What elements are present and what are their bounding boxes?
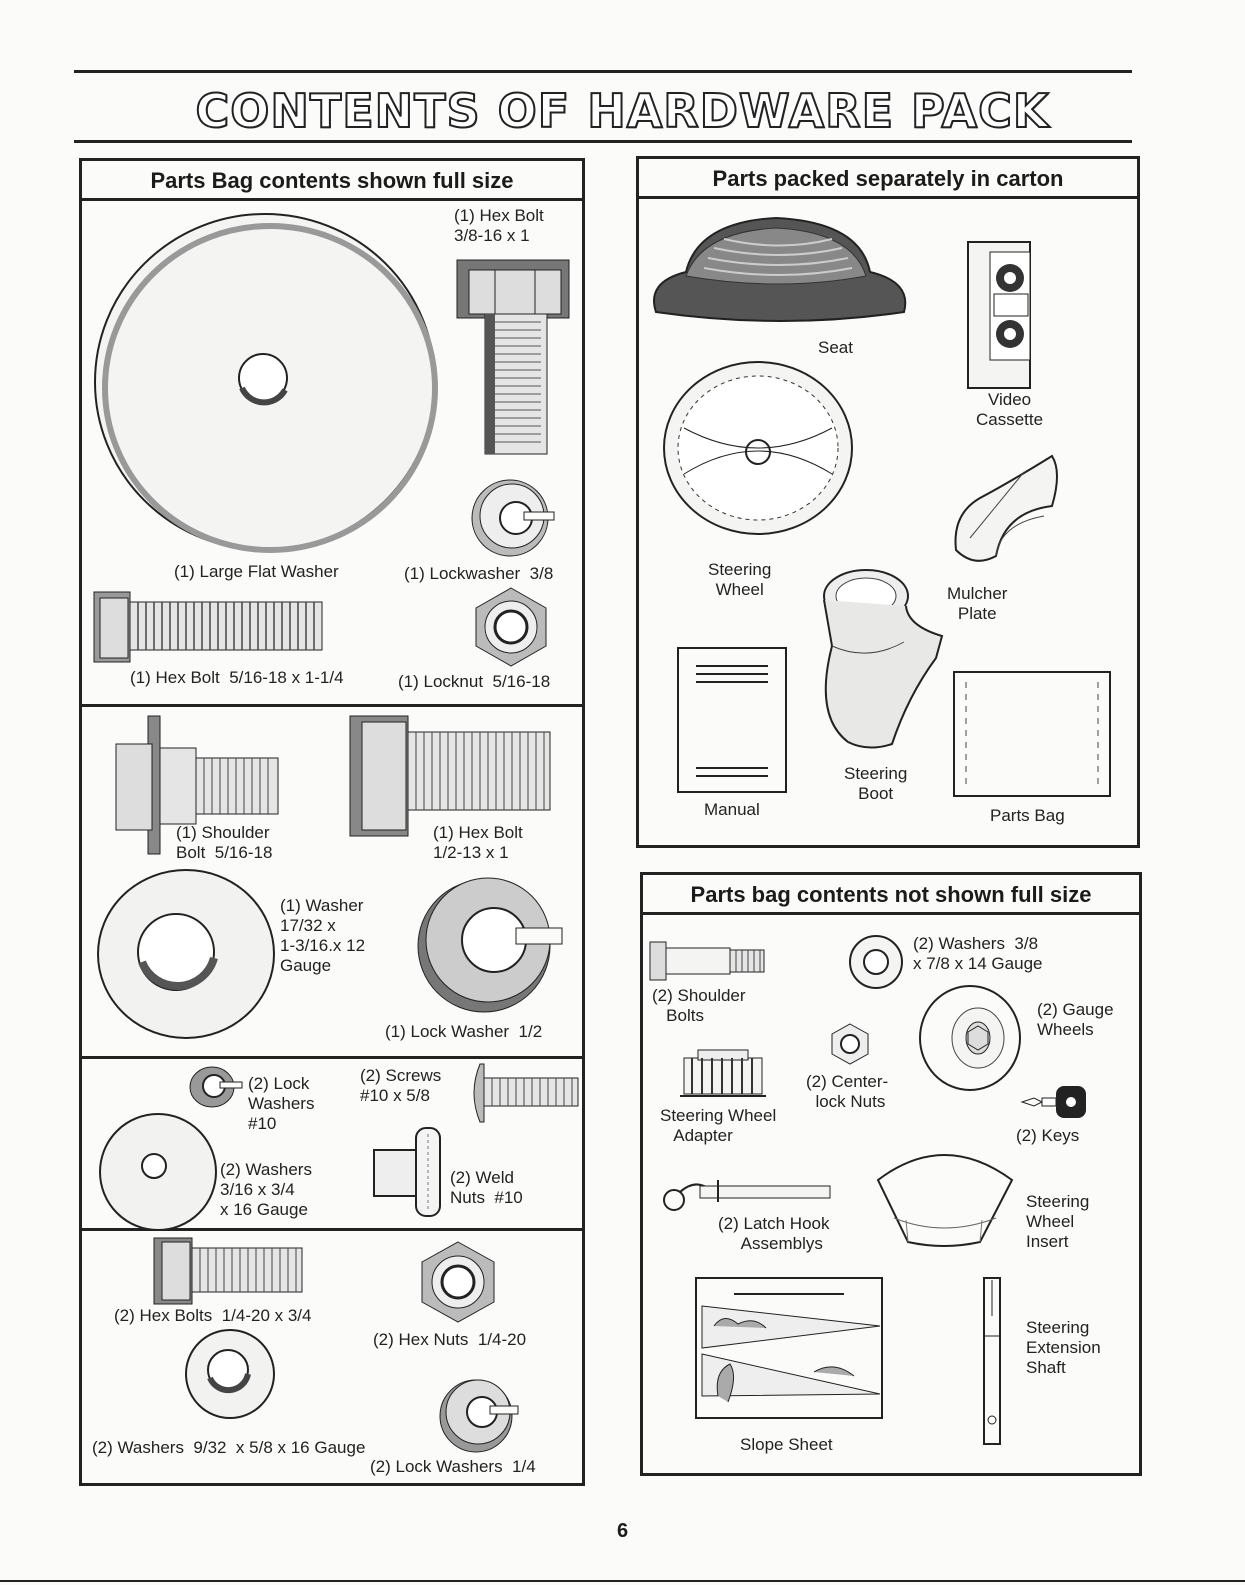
slope-sheet-label: Slope Sheet [740, 1435, 833, 1454]
section-divider-3 [82, 1228, 582, 1231]
weld-nuts-label: (2) Weld Nuts #10 [450, 1168, 523, 1207]
section-divider-1 [82, 704, 582, 707]
not-full-size-heading: Parts bag contents not shown full size [643, 875, 1139, 915]
video-cassette-label: Video Cassette [976, 390, 1044, 429]
lock-washer-10-icon [186, 1062, 246, 1112]
shoulder-bolt-label: (1) Shoulder Bolt 5/16-18 [176, 823, 273, 862]
top-rule [74, 70, 1132, 73]
washer-17-32-icon [94, 866, 284, 1042]
latch-hook-label: (2) Latch Hook Assemblys [718, 1214, 830, 1253]
screw-10-icon [466, 1060, 582, 1126]
hex-bolt-1-2-icon [344, 712, 556, 842]
washer-17-32-label: (1) Washer 17/32 x 1-3/16.x 12 Gauge [280, 896, 366, 975]
lockwasher-3-8-icon [462, 476, 562, 566]
page-title: CONTENTS OF HARDWARE PACK [194, 83, 1050, 139]
lock-washers-10-label: (2) Lock Washers #10 [248, 1074, 315, 1133]
steering-wheel-adapter-label: Steering Wheel Adapter [660, 1106, 777, 1145]
manual-label: Manual [704, 800, 760, 819]
steering-extension-shaft-label: Steering Extension Shaft [1026, 1318, 1101, 1377]
shoulder-bolt-icon [106, 712, 296, 858]
lock-washer-1-4-icon [434, 1372, 524, 1458]
lock-washers-1-4-label: (2) Lock Washers 1/4 [370, 1457, 536, 1476]
center-lock-nuts-label: (2) Center- lock Nuts [806, 1072, 889, 1111]
bottom-rule [0, 1580, 1245, 1582]
hex-bolt-1-4-icon [150, 1234, 310, 1308]
locknut-5-16-label: (1) Locknut 5/16-18 [398, 672, 551, 691]
key-icon [1018, 1086, 1086, 1118]
washer-3-16-icon [96, 1110, 226, 1234]
locknut-5-16-icon [470, 586, 552, 668]
washers-3-8-icon [846, 932, 906, 992]
slope-sheet-icon [694, 1276, 884, 1420]
washers-9-32-label: (2) Washers 9/32 x 5/8 x 16 Gauge [92, 1438, 366, 1457]
page-number: 6 [616, 1520, 629, 1542]
large-flat-washer-label: (1) Large Flat Washer [174, 562, 339, 581]
center-lock-nut-icon [828, 1022, 872, 1066]
hex-bolt-3-8-label: (1) Hex Bolt 3/8-16 x 1 [454, 206, 544, 245]
hex-bolt-5-16-label: (1) Hex Bolt 5/16-18 x 1-1/4 [130, 668, 344, 687]
weld-nut-icon [372, 1124, 452, 1220]
seat-icon [646, 212, 916, 328]
full-size-heading: Parts Bag contents shown full size [82, 161, 582, 201]
hex-bolts-1-4-label: (2) Hex Bolts 1/4-20 x 3/4 [114, 1306, 312, 1325]
section-divider-2 [82, 1056, 582, 1059]
carton-heading: Parts packed separately in carton [639, 159, 1137, 199]
title-rule [74, 140, 1132, 143]
steering-wheel-insert-label: Steering Wheel Insert [1026, 1192, 1090, 1251]
lock-washer-1-2-label: (1) Lock Washer 1/2 [385, 1022, 543, 1041]
washers-3-16-label: (2) Washers 3/16 x 3/4 x 16 Gauge [220, 1160, 312, 1219]
hex-nut-1-4-icon [416, 1240, 500, 1324]
shoulder-bolts-icon [648, 940, 768, 982]
parts-bag-icon [952, 670, 1114, 800]
lock-washer-1-2-icon [408, 868, 568, 1018]
keys-label: (2) Keys [1016, 1126, 1080, 1145]
parts-bag-label: Parts Bag [990, 806, 1065, 825]
hex-bolt-5-16-icon [90, 588, 330, 668]
shoulder-bolts-label: (2) Shoulder Bolts [652, 986, 746, 1025]
gauge-wheels-label: (2) Gauge Wheels [1037, 1000, 1114, 1039]
seat-label: Seat [818, 338, 853, 357]
washers-3-8-label: (2) Washers 3/8 x 7/8 x 14 Gauge [913, 934, 1043, 973]
video-cassette-icon [966, 240, 1036, 390]
steering-wheel-icon [660, 358, 856, 538]
hex-bolt-3-8-icon [455, 256, 575, 456]
steering-boot-label: Steering Boot [844, 764, 908, 803]
mulcher-plate-icon [944, 452, 1064, 578]
hex-bolt-1-2-label: (1) Hex Bolt 1/2-13 x 1 [433, 823, 523, 862]
mulcher-plate-label: Mulcher Plate [947, 584, 1008, 623]
steering-wheel-adapter-icon [678, 1046, 768, 1102]
steering-boot-icon [808, 566, 952, 752]
large-flat-washer-icon [90, 212, 440, 562]
lockwasher-3-8-label: (1) Lockwasher 3/8 [404, 564, 554, 583]
gauge-wheel-icon [916, 982, 1026, 1094]
latch-hook-icon [660, 1172, 836, 1222]
washer-9-32-icon [180, 1324, 280, 1424]
steering-wheel-insert-icon [872, 1138, 1018, 1248]
screws-10-label: (2) Screws #10 x 5/8 [360, 1066, 442, 1105]
manual-icon [676, 646, 790, 796]
hex-nuts-1-4-label: (2) Hex Nuts 1/4-20 [373, 1330, 527, 1349]
steering-extension-shaft-icon [980, 1276, 1004, 1448]
steering-wheel-label: Steering Wheel [708, 560, 772, 599]
